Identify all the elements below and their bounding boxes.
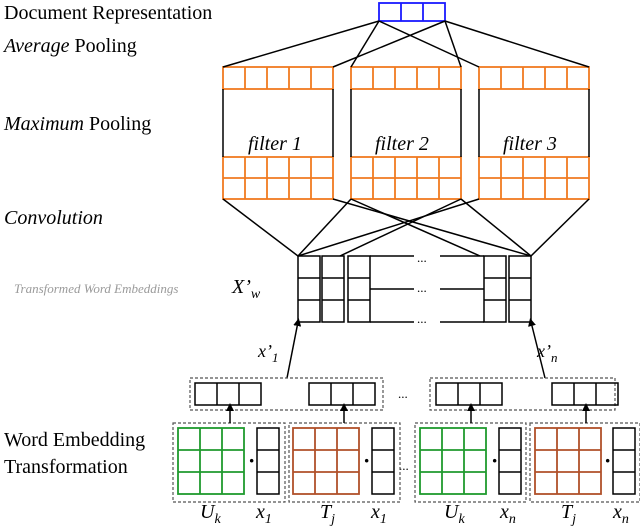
concat-vector-1: [194, 382, 262, 406]
xw-base: X’: [231, 276, 251, 298]
matrix-tj-2: [534, 427, 602, 495]
embedding-column-4: [483, 255, 507, 323]
uk-label-1: Uk: [200, 501, 221, 527]
avg-pool-row-filter-2: [350, 66, 462, 90]
transformed-word-embeddings-label: Transformed Word Embeddings: [14, 281, 178, 296]
dot-product-1: ·: [248, 448, 255, 473]
xnp-sub: n: [551, 350, 558, 365]
maximum-pooling-rest: Pooling: [84, 113, 151, 135]
vector-x1-1: [256, 427, 280, 495]
conv-line-right-2: [460, 198, 532, 257]
ellipsis-embed-row2: ...: [417, 280, 427, 295]
concat-box-left: [189, 377, 384, 411]
conv-line-left-3: [297, 198, 480, 257]
transform-box-tj-1: [288, 422, 401, 503]
word-embedding-label: Word Embedding: [4, 429, 145, 451]
concat-box-right: [429, 377, 616, 411]
matrix-tj-1: [292, 427, 360, 495]
transform-box-uk-1: [172, 422, 286, 503]
transformation-label: Transformation: [4, 456, 128, 478]
ellipsis-transform: ...: [399, 458, 409, 473]
matrix-uk-1: [177, 427, 245, 495]
ellipsis-embed-row3: ...: [417, 311, 427, 326]
dot-product-2: ·: [363, 448, 370, 473]
vector-xn-1: [498, 427, 522, 495]
dot-product-3: ·: [491, 448, 498, 473]
conv-line-left-1: [222, 198, 299, 257]
ellipsis-embed-row1: ...: [417, 250, 427, 265]
dot-product-4: ·: [604, 448, 611, 473]
arrow-x1-prime: [286, 318, 302, 379]
document-representation-label: Document Representation: [4, 2, 212, 24]
xn-label-1: xn: [499, 501, 516, 527]
average-word: Average: [2, 35, 70, 57]
uk-label-2: Uk: [444, 501, 465, 527]
avg-to-doc-left-3: [378, 20, 480, 68]
concat-vector-4: [551, 382, 619, 406]
average-pooling-rest: Pooling: [70, 35, 137, 57]
transform-box-uk-2: [414, 422, 527, 503]
transform-box-tj-2: [529, 422, 640, 503]
x1p-base: x’: [257, 341, 272, 361]
average-pooling-label: Average Pooling: [2, 35, 137, 57]
avg-pool-row-filter-1: [222, 66, 334, 90]
embedding-column-5: [508, 255, 532, 323]
filter-2-label: filter 2: [375, 133, 429, 155]
avg-to-doc-right-2: [444, 20, 462, 68]
vector-x1-2: [371, 427, 395, 495]
document-representation-vector: [378, 2, 446, 22]
xw-sub: w: [251, 287, 261, 302]
concat-vector-2: [308, 382, 376, 406]
avg-to-doc-right-1: [332, 20, 446, 68]
avg-to-doc-left-1: [222, 20, 380, 68]
x1-label-1: x1: [255, 501, 272, 527]
x1-label-2: x1: [370, 501, 387, 527]
conv-cross-line-b: [339, 198, 462, 257]
avg-pool-row-filter-3: [478, 66, 590, 90]
tj-label-2: Tj: [561, 501, 576, 527]
maximum-pooling-label: Maximum Pooling: [3, 113, 151, 135]
embedding-column-3: [347, 255, 371, 323]
conv-cross-line-a: [350, 198, 481, 257]
embedding-column-2: [321, 255, 345, 323]
conv-line-right-1: [332, 198, 532, 257]
conv-line-left-2: [297, 198, 352, 257]
filter-3-label: filter 3: [503, 133, 557, 155]
arrow-xn-prime: [528, 318, 546, 379]
avg-to-doc-right-3: [444, 20, 590, 68]
ellipsis-concat: ...: [398, 386, 408, 401]
avg-to-doc-left-2: [350, 20, 380, 68]
conv-line-right-3: [530, 198, 590, 257]
diagram-marks: [172, 2, 640, 503]
x1p-sub: 1: [272, 350, 279, 365]
filter-1-label: filter 1: [248, 133, 302, 155]
maximum-word: Maximum: [3, 113, 84, 135]
embedding-column-1: [297, 255, 321, 323]
xw-prime-label: X’w: [231, 276, 261, 302]
tj-label-1: Tj: [320, 501, 335, 527]
concat-vector-3: [435, 382, 503, 406]
xn-label-2: xn: [612, 501, 629, 527]
vector-xn-2: [612, 427, 636, 495]
convolution-label: Convolution: [4, 207, 103, 229]
x1-prime-label: x’1: [257, 341, 278, 365]
matrix-uk-2: [419, 427, 487, 495]
